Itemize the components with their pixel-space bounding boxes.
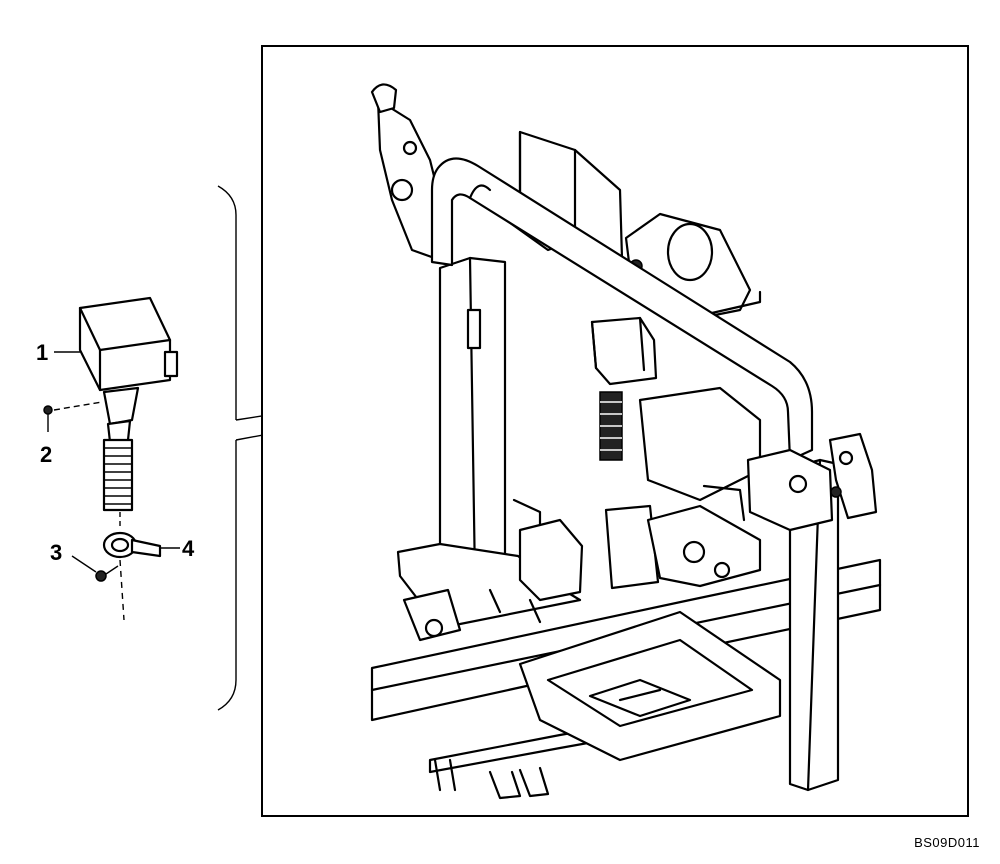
drawing-code: BS09D011: [914, 835, 980, 850]
part-2-screw: [43, 401, 103, 415]
part-3-bolt: [95, 565, 119, 582]
callout-1: 1: [36, 340, 48, 365]
callout-3: 3: [50, 540, 62, 565]
machine-frame-assembly: [370, 83, 882, 800]
callout-leader-3: [71, 555, 97, 573]
exploded-view-bracket: [217, 185, 237, 711]
part-1-switch: [78, 296, 179, 512]
callout-2: 2: [40, 442, 52, 467]
callout-4: 4: [182, 536, 195, 561]
part-4-clamp: [102, 512, 162, 621]
